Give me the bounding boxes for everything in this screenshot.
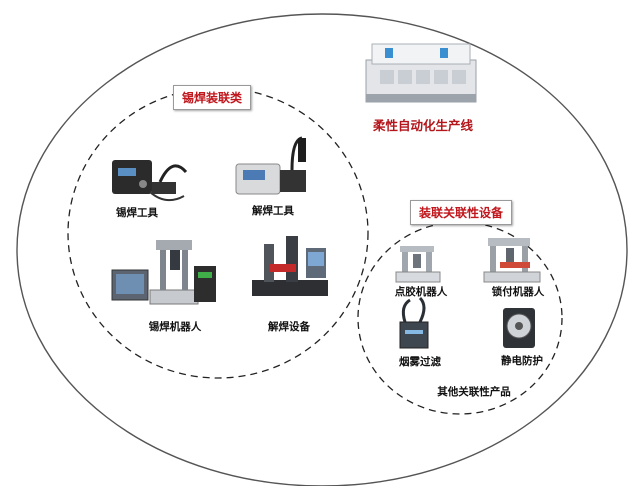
soldering-dashed-ellipse bbox=[67, 87, 369, 379]
equipment-group-title: 装联关联性设备 bbox=[410, 200, 513, 225]
desoldering-tool-image bbox=[235, 136, 306, 195]
esd-protection-label: 静电防护 bbox=[501, 355, 543, 367]
outer-ellipse bbox=[16, 13, 628, 486]
production-line-image bbox=[365, 43, 477, 103]
fume-filter-image bbox=[399, 296, 429, 349]
dispensing-robot-label: 点胶机器人 bbox=[394, 286, 448, 298]
other-products-label: 其他关联性产品 bbox=[437, 386, 511, 398]
screw-locking-robot-image bbox=[483, 238, 541, 283]
soldering-group-title: 锡焊装联类 bbox=[173, 85, 252, 110]
fume-filter-label: 烟雾过滤 bbox=[399, 356, 441, 368]
desoldering-tool-label: 解焊工具 bbox=[252, 205, 294, 217]
desoldering-equipment-label: 解焊设备 bbox=[268, 321, 310, 333]
production-line-title: 柔性自动化生产线 bbox=[373, 118, 474, 133]
screw-locking-robot-label: 锁付机器人 bbox=[491, 286, 545, 298]
soldering-tool-label: 锡焊工具 bbox=[116, 207, 158, 219]
esd-protection-image bbox=[503, 308, 535, 348]
soldering-tool-image bbox=[112, 160, 188, 202]
dispensing-robot-image bbox=[395, 246, 441, 283]
soldering-robot-image bbox=[111, 240, 216, 305]
equipment-dashed-ellipse bbox=[357, 221, 563, 415]
soldering-robot-label: 锡焊机器人 bbox=[148, 321, 202, 333]
desoldering-equipment-image bbox=[252, 236, 328, 296]
